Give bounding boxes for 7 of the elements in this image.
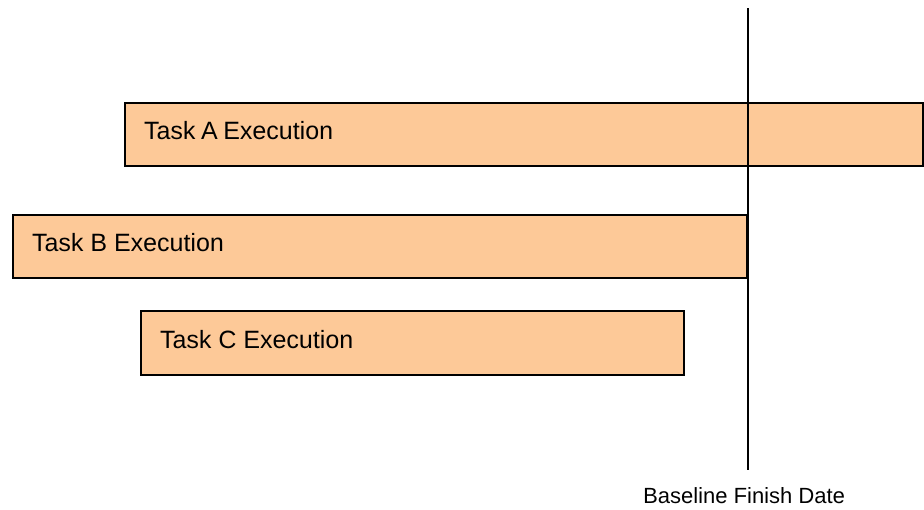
task-bar (124, 102, 924, 167)
task-label: Task C Execution (160, 326, 354, 354)
baseline-label: Baseline Finish Date (643, 483, 845, 509)
task-label: Task A Execution (144, 117, 334, 146)
task-bar (140, 310, 685, 376)
task-label: Task B Execution (32, 229, 224, 258)
task-bar (12, 214, 748, 279)
